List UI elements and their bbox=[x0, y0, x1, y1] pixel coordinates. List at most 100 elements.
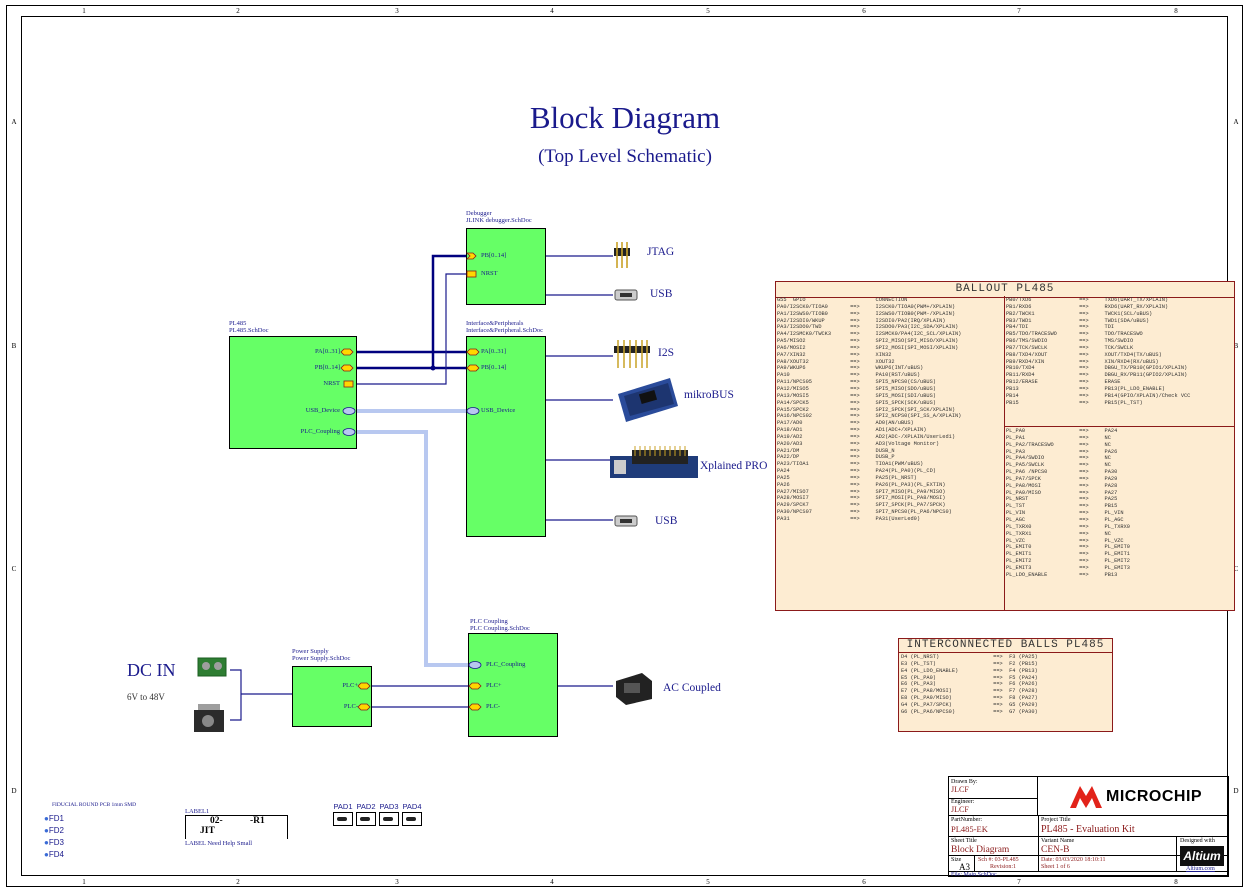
ballout-row: PL_VIN ==> PL_VIN bbox=[1006, 510, 1124, 517]
interconnect-row: E7 (PL_PA8/MOSI) ==> F7 (PA28) bbox=[901, 688, 1038, 695]
ballout-row: G55 GPIO CONNECTION bbox=[777, 297, 908, 303]
fiducial-item: ●FD1 bbox=[44, 813, 64, 825]
ballout-row: PA8/XOUT32 ==> XOUT32 bbox=[777, 358, 895, 365]
usb2-label: USB bbox=[655, 515, 678, 527]
tb-engineer-label: Engineer: bbox=[951, 799, 975, 805]
ballout-row: PB7/TCK/SWCLK ==> TCK/SWCLK bbox=[1006, 344, 1134, 351]
pad-item: PAD2 bbox=[356, 802, 376, 827]
pl485-port-usb: USB_Device bbox=[305, 407, 340, 414]
ballout-row: PL_NRST ==> PA25 bbox=[1006, 496, 1118, 503]
interconnect-row: E3 (PL_TST) ==> F2 (PB15) bbox=[901, 660, 1038, 667]
jtag-label: JTAG bbox=[647, 246, 675, 258]
ballout-row: PA29/SPCK7 ==> SPI7_SPCK(PL_PA7/SPCK) bbox=[777, 502, 946, 509]
mikrobus-board-icon bbox=[618, 378, 678, 422]
fiducial-item: ●FD4 bbox=[44, 849, 64, 861]
zone-row-left: D bbox=[11, 787, 17, 795]
interface-name: Interface&Peripherals bbox=[466, 320, 524, 327]
ballout-row: PA27/MISO7 ==> SPI7_MISO(PL_PA9/MISO) bbox=[777, 488, 946, 495]
pl485-block[interactable] bbox=[229, 336, 357, 449]
ballout-row: PA4/I2SMCK0/TWCK3 ==> I2SMCK0/PA4(I2C_SC… bbox=[777, 331, 962, 338]
dc-in-label: DC IN bbox=[127, 660, 176, 680]
ballout-row: PB1/RXD6 ==> RXD6(UART_RX/XPLAIN) bbox=[1006, 303, 1169, 310]
label-designator: LABEL1 bbox=[185, 808, 210, 815]
zone-col-bottom: 3 bbox=[395, 878, 399, 886]
ballout-row: PA1/I2SWS0/TIOB0 ==> I2SWS0/TIOB0(PWM-/X… bbox=[777, 310, 956, 317]
interconnect-row: E4 (PL_LDO_ENABLE) ==> F4 (PB13) bbox=[901, 667, 1038, 674]
ballout-row: PB10/TXD4 ==> DBGU_TX/PB10(GPIO1/XPLAIN) bbox=[1006, 365, 1188, 372]
ballout-row: PA28/MOSI7 ==> SPI7_MOSI(PL_PA8/MOSI) bbox=[777, 495, 946, 502]
ballout-row: PA3/I2SDO0/TWD ==> I2SDO0/PA3(I2C_SDA/XP… bbox=[777, 324, 959, 331]
zone-row-right: C bbox=[1233, 565, 1239, 573]
tb-drawn-value: JLCF bbox=[951, 785, 969, 794]
pad-item: PAD4 bbox=[402, 802, 422, 827]
interface-block[interactable] bbox=[466, 336, 546, 537]
ballout-row: PB8/TXD4/XOUT ==> XOUT/TXD4(TX/uBUS) bbox=[1006, 351, 1162, 358]
zone-col-top: 1 bbox=[82, 7, 86, 15]
ballout-row: PL_VZC ==> PL_VZC bbox=[1006, 537, 1124, 544]
power-name: Power Supply bbox=[292, 648, 329, 655]
diagram-title: Block Diagram bbox=[529, 100, 721, 135]
ballout-row: PA11/NPCS05 ==> SPI5_NPCS0(CS/uBUS) bbox=[777, 379, 936, 386]
ballout-row: PA5/MISO2 ==> SPI2_MISO(SPI_MISO/XPLAIN) bbox=[777, 338, 959, 345]
ballout-row: PL_PA9/MISO ==> PA27 bbox=[1006, 489, 1118, 496]
ballout-row: PA0/I2SCK0/TIOA0 ==> I2SCK0/TIOA0(PWM+/X… bbox=[777, 303, 956, 310]
ballout-title: BALLOUT PL485 bbox=[776, 282, 1234, 298]
ballout-row: PA30/NPCS07 ==> SPI7_NPCS0(PL_PA6/NPCS0) bbox=[777, 509, 952, 516]
ballout-table: BALLOUT PL485 bbox=[775, 281, 1235, 611]
interconnect-row: E5 (PL_PA0) ==> F5 (PA24) bbox=[901, 674, 1038, 681]
ballout-row: PA20/AD3 ==> AD3(Voltage Monitor) bbox=[777, 440, 940, 447]
fiducial-label: FD3 bbox=[48, 838, 64, 847]
ballout-row: PL_AGC ==> PL_AGC bbox=[1006, 516, 1124, 523]
zone-col-top: 5 bbox=[706, 7, 710, 15]
ballout-row: PB0/TXD6 ==> TXD6(UART_TX/XPLAIN) bbox=[1006, 297, 1169, 303]
ballout-row: PA16/NPCS02 ==> SPI2_NCPS0(SPI_SS_A/XPLA… bbox=[777, 413, 962, 420]
debugger-port-nrst: NRST bbox=[481, 270, 498, 277]
tb-sheet-title-label: Sheet Title bbox=[951, 838, 977, 844]
ballout-row: PB4/TDI ==> TDI bbox=[1006, 324, 1115, 331]
zone-row-right: D bbox=[1233, 787, 1239, 795]
pad-label: PAD3 bbox=[379, 802, 399, 811]
plc-coupling-block[interactable] bbox=[468, 633, 558, 737]
interconnect-row: E6 (PL_PA3) ==> F6 (PA26) bbox=[901, 681, 1038, 688]
diagram-subtitle: (Top Level Schematic) bbox=[538, 146, 712, 167]
zone-row-right: B bbox=[1233, 342, 1239, 350]
tb-drawn-label: Drawn By: bbox=[951, 779, 978, 785]
interconnect-row: D4 (PL_NRST) ==> F3 (PA25) bbox=[901, 654, 1038, 660]
zone-col-bottom: 6 bbox=[862, 878, 866, 886]
zone-col-top: 4 bbox=[550, 7, 554, 15]
label-line2: JIT bbox=[200, 826, 215, 836]
ballout-row: PB12/ERASE ==> ERASE bbox=[1006, 379, 1121, 386]
power-file: Power Supply.SchDoc bbox=[292, 655, 351, 662]
power-port-plcp: PLC+ bbox=[342, 682, 358, 689]
sheet-border-outer bbox=[6, 5, 1243, 887]
ballout-row: PL_PA6 /NPCS0 ==> PA30 bbox=[1006, 469, 1118, 476]
interface-file: Interface&Peripheral.SchDoc bbox=[466, 327, 544, 334]
altium-url[interactable]: Altium.com bbox=[1186, 866, 1215, 872]
pad-item: PAD1 bbox=[333, 802, 353, 827]
interconnect-row: G6 (PL_PA6/NPCS0) ==> G7 (PA30) bbox=[901, 708, 1038, 715]
interconnect-table: INTERCONNECTED BALLS PL485 D4 (PL_NRST) … bbox=[898, 638, 1113, 732]
ballout-row: PL_PA3 ==> PA26 bbox=[1006, 448, 1118, 455]
fiducial-label: FD1 bbox=[48, 814, 64, 823]
zone-row-left: C bbox=[11, 565, 17, 573]
xplained-board-icon bbox=[610, 446, 698, 478]
interface-port-usb: USB_Device bbox=[481, 407, 516, 414]
plc-port-coupling: PLC_Coupling bbox=[486, 661, 526, 668]
title-block bbox=[948, 776, 1229, 877]
label-line1b: -R1 bbox=[250, 816, 265, 826]
ballout-row: PB6/TMS/SWDIO ==> TMS/SWDIO bbox=[1006, 338, 1134, 345]
ballout-row: PB3/TWD1 ==> TWD1(SDA/uBUS) bbox=[1006, 317, 1150, 324]
usb1-label: USB bbox=[650, 288, 673, 300]
zone-row-right: A bbox=[1233, 118, 1239, 126]
debugger-file: JLINK debugger.SchDoc bbox=[466, 217, 532, 224]
fiducial-item: ●FD2 bbox=[44, 825, 64, 837]
interconnect-row: E8 (PL_PA9/MISO) ==> F8 (PA27) bbox=[901, 695, 1038, 702]
power-supply-block[interactable] bbox=[292, 666, 372, 727]
debugger-block[interactable] bbox=[466, 228, 546, 305]
tb-date: Date: 03/03/2020 18:10:11 bbox=[1041, 857, 1106, 863]
ballout-row: PL_TXRX1 ==> NC bbox=[1006, 530, 1111, 537]
ballout-row: PL_EMIT1 ==> PL_EMIT1 bbox=[1006, 551, 1130, 558]
ballout-row: PL_EMIT2 ==> PL_EMIT2 bbox=[1006, 558, 1130, 565]
zone-col-bottom: 7 bbox=[1017, 878, 1021, 886]
ballout-row: PA23/TIOA1 ==> TIOA1(PWM/uBUS) bbox=[777, 461, 924, 468]
